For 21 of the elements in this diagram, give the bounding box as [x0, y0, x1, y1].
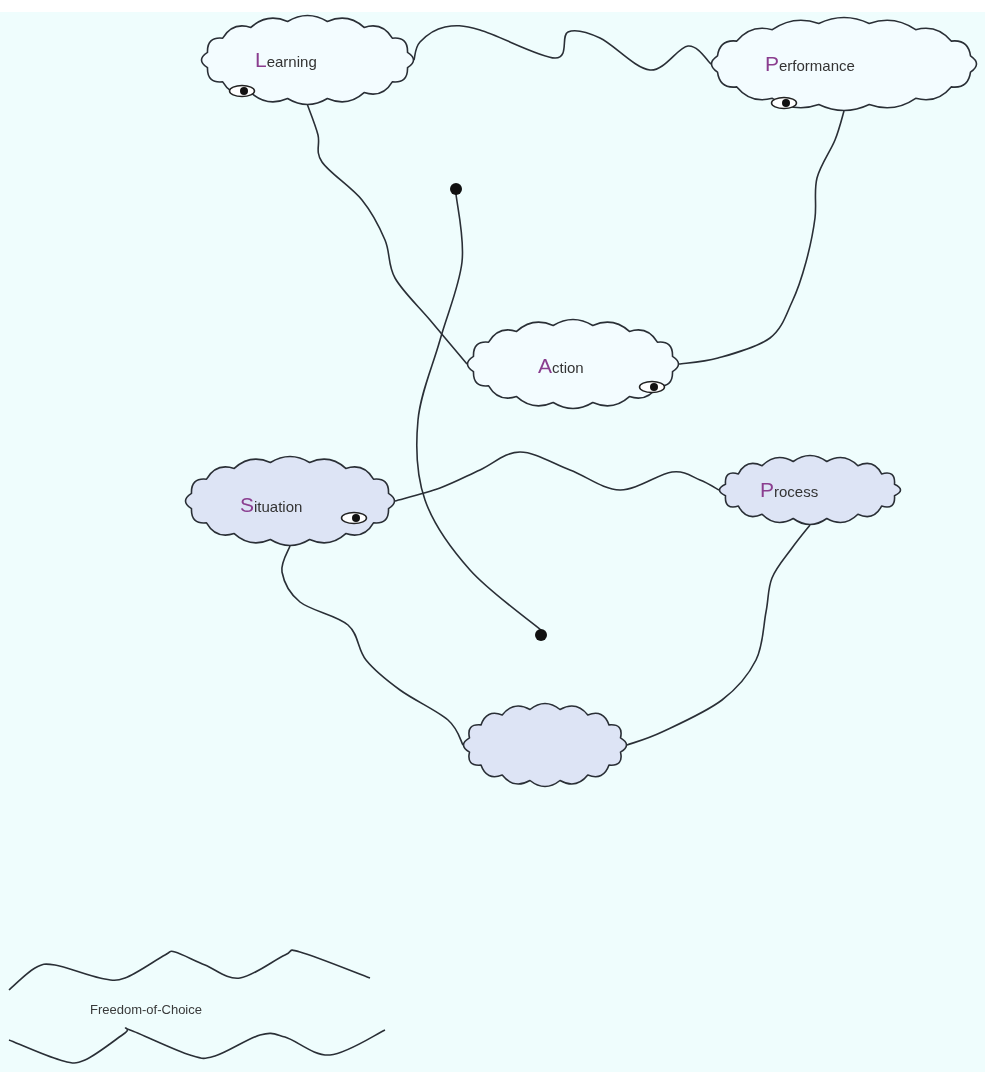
connector-line — [678, 110, 845, 365]
cloud-shape — [200, 14, 415, 106]
cloud-shape — [466, 318, 680, 410]
band-label: Freedom-of-Choice — [90, 1001, 202, 1019]
cloud-shape — [710, 16, 978, 112]
connector-line — [394, 451, 720, 502]
connector-line — [280, 545, 464, 746]
node-label: Action — [538, 354, 584, 379]
end-dot — [450, 183, 462, 195]
connector-line — [413, 24, 712, 71]
node-label: Process — [760, 478, 819, 503]
node-label: Performance — [765, 52, 855, 77]
connector-line — [415, 193, 542, 631]
cloud-shape — [718, 454, 902, 526]
end-dot — [535, 629, 547, 641]
node-label: Learning — [255, 48, 317, 73]
node-label: Situation — [240, 493, 303, 518]
cloud-shape — [184, 455, 396, 547]
cloud-shape — [462, 702, 628, 788]
connector-line — [306, 104, 468, 365]
connector-line — [626, 524, 811, 746]
